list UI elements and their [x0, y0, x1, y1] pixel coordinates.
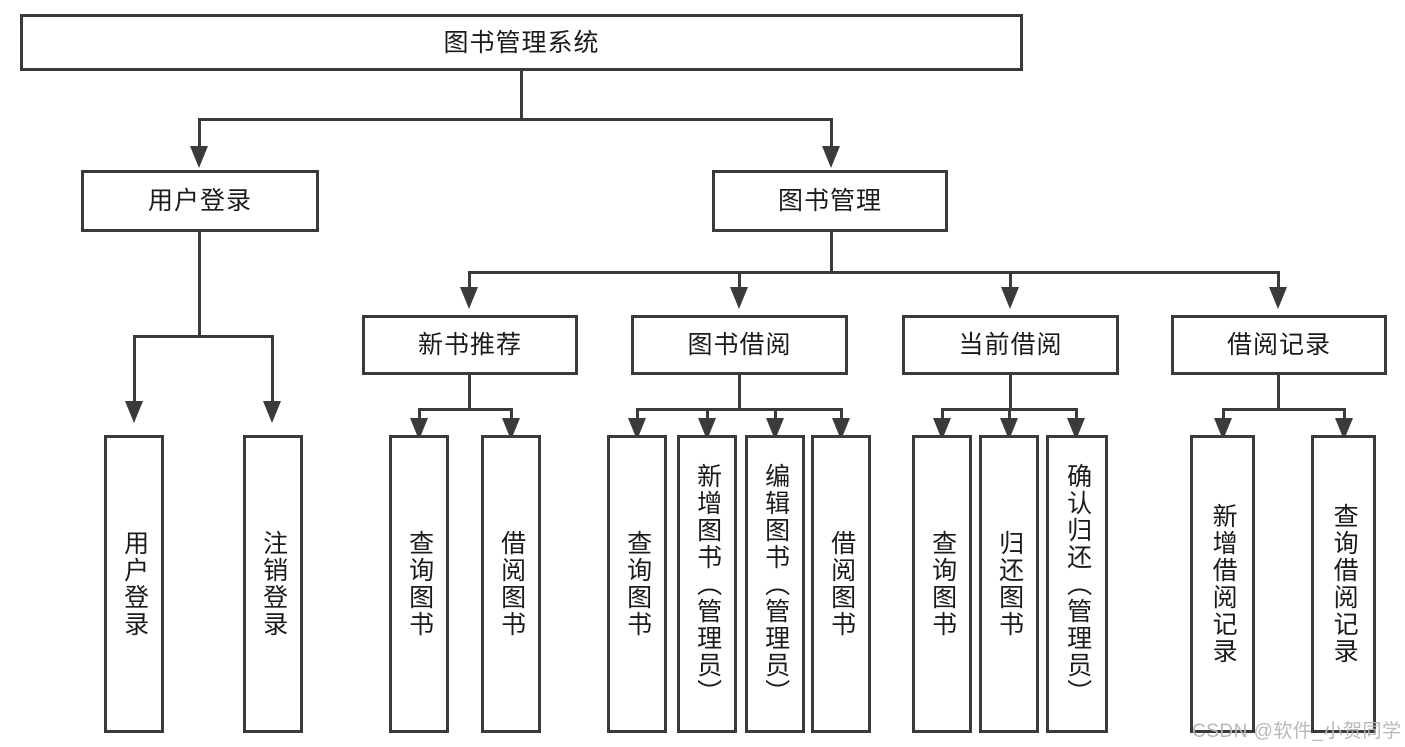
edge-new-book-bus [418, 408, 512, 411]
node-label: 查询借阅记录 [1330, 503, 1359, 665]
edge-root-bus [198, 118, 833, 121]
arrow-book-borrow-to-leaf4 [832, 418, 850, 440]
edge-user-login-to-leaf2 [271, 335, 274, 403]
node-label: 查询图书 [928, 530, 957, 638]
node-label: 新增图书（管理员） [693, 462, 722, 706]
node-leaf-query-book-3[interactable]: 查询图书 [912, 435, 972, 733]
node-label: 查询图书 [405, 530, 434, 638]
node-label: 注销登录 [259, 530, 288, 638]
node-leaf-borrow-book-1[interactable]: 借阅图书 [481, 435, 541, 733]
node-label: 确认归还（管理员） [1063, 462, 1092, 706]
node-leaf-confirm-return[interactable]: 确认归还（管理员） [1046, 435, 1108, 733]
node-current-borrow[interactable]: 当前借阅 [902, 315, 1119, 375]
arrow-bm-to-new-book [460, 287, 478, 309]
node-label: 归还图书 [995, 530, 1024, 638]
node-borrow-record[interactable]: 借阅记录 [1171, 315, 1387, 375]
node-leaf-logout-login[interactable]: 注销登录 [243, 435, 303, 733]
arrow-book-borrow-to-leaf2 [698, 418, 716, 440]
arrow-bm-to-book-borrow [730, 287, 748, 309]
edge-bm-to-borrow-record [1277, 271, 1280, 289]
arrow-borrow-record-to-leaf1 [1214, 418, 1232, 440]
csdn-watermark: CSDN @软件_小贺同学 [1192, 721, 1402, 742]
edge-current-borrow-stem [1009, 375, 1012, 408]
edge-root-to-user-login [198, 118, 201, 148]
node-label: 新增借阅记录 [1209, 503, 1238, 665]
edge-book-management-bus [468, 271, 1280, 274]
arrow-user-login-to-leaf2 [263, 401, 281, 423]
node-leaf-borrow-book-2[interactable]: 借阅图书 [811, 435, 871, 733]
edge-borrow-record-stem [1277, 375, 1280, 408]
node-label: 借阅图书 [827, 530, 856, 638]
edge-borrow-record-bus [1222, 408, 1346, 411]
node-book-borrow[interactable]: 图书借阅 [631, 315, 848, 375]
node-label: 新书推荐 [417, 331, 522, 359]
node-label: 查询图书 [623, 530, 652, 638]
node-user-login[interactable]: 用户登录 [81, 170, 319, 232]
arrow-current-borrow-to-leaf1 [933, 418, 951, 440]
edge-user-login-to-leaf1 [133, 335, 136, 403]
edge-new-book-stem [468, 375, 471, 408]
arrow-root-to-book-management [822, 146, 840, 168]
edge-new-book-to-leaf2 [510, 408, 513, 420]
edge-user-login-bus [133, 335, 274, 338]
node-label: 借阅记录 [1226, 331, 1331, 359]
edge-borrow-record-to-leaf2 [1343, 408, 1346, 420]
arrow-user-login-to-leaf1 [125, 401, 143, 423]
node-leaf-add-book[interactable]: 新增图书（管理员） [677, 435, 737, 733]
edge-book-borrow-to-leaf2 [706, 408, 709, 420]
node-leaf-edit-book[interactable]: 编辑图书（管理员） [745, 435, 805, 733]
arrow-root-to-user-login [190, 146, 208, 168]
edge-book-borrow-bus [636, 408, 843, 411]
edge-user-login-stem [198, 232, 201, 335]
arrow-current-borrow-to-leaf2 [1000, 418, 1018, 440]
node-label: 图书借阅 [687, 331, 792, 359]
arrow-bm-to-borrow-record [1269, 287, 1287, 309]
arrow-borrow-record-to-leaf2 [1335, 418, 1353, 440]
edge-borrow-record-to-leaf1 [1222, 408, 1225, 420]
edge-root-to-book-management [830, 118, 833, 148]
edge-current-borrow-to-leaf2 [1008, 408, 1011, 420]
edge-book-management-stem [830, 232, 833, 271]
node-label: 图书管理 [777, 187, 882, 215]
edge-current-borrow-to-leaf1 [941, 408, 944, 420]
edge-bm-to-new-book [468, 271, 471, 289]
edge-book-borrow-to-leaf1 [636, 408, 639, 420]
node-book-management[interactable]: 图书管理 [712, 170, 948, 232]
arrow-current-borrow-to-leaf3 [1067, 418, 1085, 440]
node-leaf-return-book[interactable]: 归还图书 [979, 435, 1039, 733]
node-label: 编辑图书（管理员） [761, 462, 790, 706]
node-new-book-recommend[interactable]: 新书推荐 [362, 315, 578, 375]
node-leaf-query-record[interactable]: 查询借阅记录 [1311, 435, 1376, 733]
arrow-book-borrow-to-leaf1 [628, 418, 646, 440]
edge-root-stem [520, 71, 523, 118]
arrow-book-borrow-to-leaf3 [766, 418, 784, 440]
edge-bm-to-current-borrow [1009, 271, 1012, 289]
edge-current-borrow-to-leaf3 [1075, 408, 1078, 420]
edge-book-borrow-to-leaf3 [774, 408, 777, 420]
node-label: 当前借阅 [958, 331, 1063, 359]
node-label: 图书管理系统 [443, 28, 600, 57]
arrow-new-book-to-leaf1 [410, 418, 428, 440]
edge-new-book-to-leaf1 [418, 408, 421, 420]
node-book-management-system[interactable]: 图书管理系统 [20, 14, 1023, 71]
node-leaf-query-book-1[interactable]: 查询图书 [389, 435, 449, 733]
node-leaf-add-record[interactable]: 新增借阅记录 [1190, 435, 1255, 733]
node-label: 借阅图书 [497, 530, 526, 638]
node-label: 用户登录 [120, 530, 149, 638]
node-label: 用户登录 [147, 187, 252, 215]
node-leaf-query-book-2[interactable]: 查询图书 [607, 435, 667, 733]
edge-bm-to-book-borrow [738, 271, 741, 289]
edge-book-borrow-stem [738, 375, 741, 408]
arrow-new-book-to-leaf2 [502, 418, 520, 440]
edge-book-borrow-to-leaf4 [840, 408, 843, 420]
arrow-bm-to-current-borrow [1001, 287, 1019, 309]
node-leaf-user-login[interactable]: 用户登录 [104, 435, 164, 733]
